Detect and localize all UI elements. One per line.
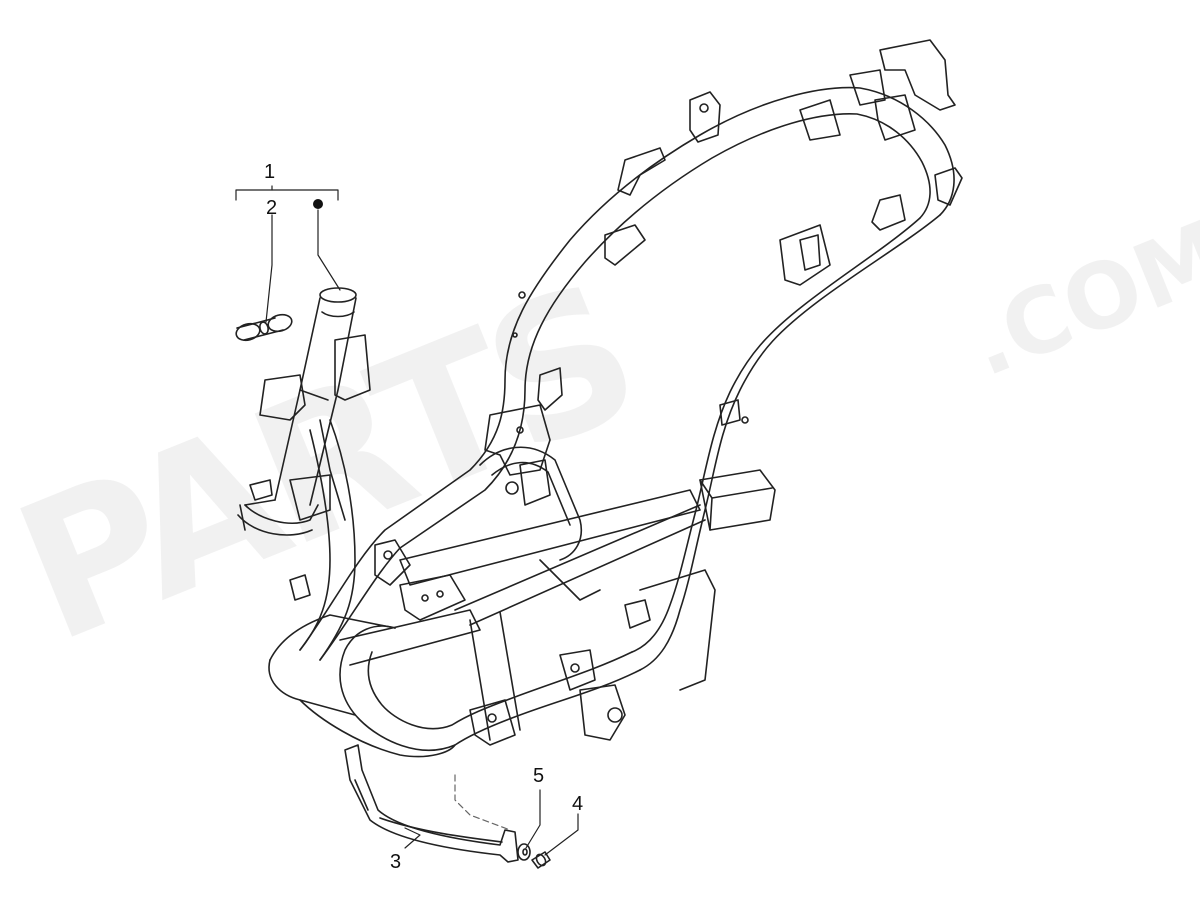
lower-bracket-part: [344, 744, 519, 863]
bushing-part: [235, 313, 293, 342]
callout-2: 2: [266, 197, 278, 219]
callout-1: 1: [264, 161, 276, 183]
included-marker-dot: [313, 199, 323, 209]
callout-3: 3: [390, 851, 402, 873]
washer-part: [517, 843, 531, 861]
callout-4: 4: [572, 793, 584, 815]
callout-5: 5: [533, 765, 545, 787]
frame-cross-members: [339, 446, 776, 741]
frame-main-tube: [268, 86, 955, 758]
screw-part: [531, 851, 551, 869]
callout-leaders: [235, 185, 579, 856]
assembly-guide-line: [454, 774, 511, 831]
steering-head: [237, 287, 371, 661]
frame-brackets: [289, 39, 963, 746]
